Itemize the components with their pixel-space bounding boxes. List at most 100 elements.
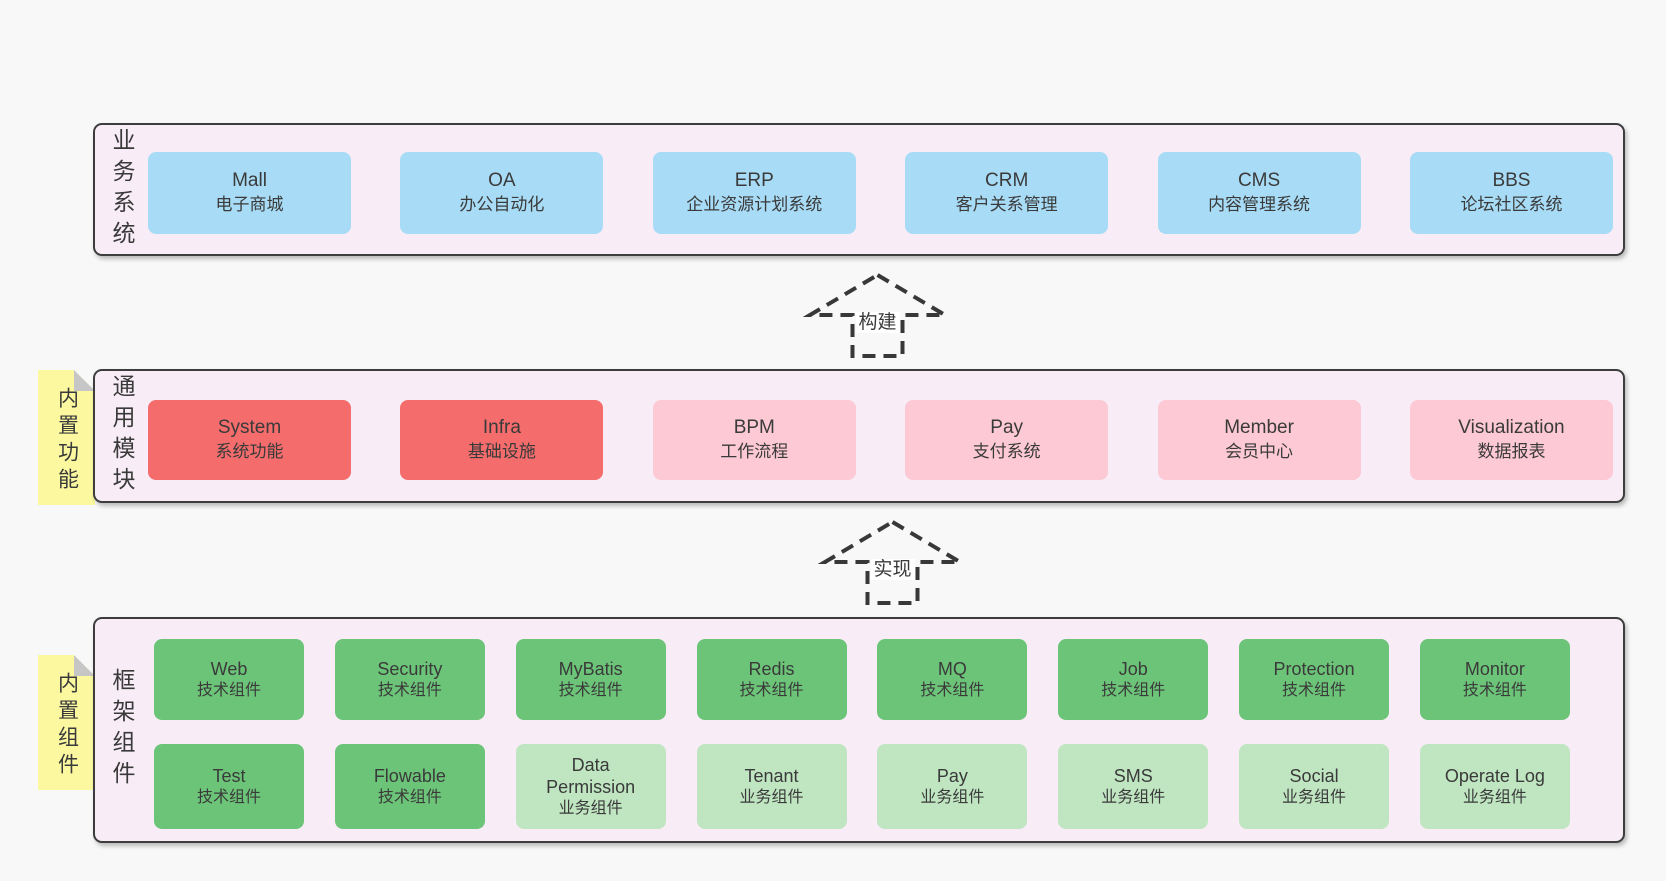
box-title: Social	[1289, 765, 1339, 786]
box-subtitle: 企业资源计划系统	[686, 195, 823, 214]
box-title: Operate Log	[1444, 765, 1545, 786]
box-title: Pay	[936, 765, 968, 786]
box-member: Member 会员中心	[1157, 400, 1361, 480]
box-subtitle: 技术组件	[196, 788, 261, 806]
business-systems-row: Mall 电子商城 OA 办公自动化 ERP 企业资源计划系统 CRM 客户关系管理 CMS 内容…	[148, 152, 1613, 234]
box-title: Infra	[482, 417, 521, 438]
box-test: Test 技术组件	[154, 744, 304, 829]
sticky-note-label: 内置功能	[55, 386, 79, 495]
dashed-up-arrow-icon	[817, 519, 968, 605]
box-subtitle: 业务组件	[920, 788, 985, 806]
box-mybatis: MyBatis 技术组件	[515, 639, 666, 720]
box-subtitle: 技术组件	[1462, 681, 1527, 699]
box-subtitle: 技术组件	[377, 788, 442, 806]
box-redis: Redis 技术组件	[696, 639, 847, 720]
box-title: Monitor	[1464, 658, 1525, 679]
box-data-permission: Data Permission 业务组件	[515, 744, 666, 829]
box-title: System	[217, 417, 282, 438]
arrow-label-build: 构建	[855, 312, 900, 333]
box-title: CMS	[1237, 170, 1281, 191]
box-monitor: Monitor 技术组件	[1419, 639, 1570, 720]
box-title: Visualization	[1458, 417, 1565, 438]
box-title: MQ	[937, 658, 967, 679]
box-title: Test	[212, 765, 246, 786]
box-title: Tenant	[744, 765, 799, 786]
box-pay: Pay 支付系统	[905, 400, 1109, 480]
box-title: Redis	[748, 658, 795, 679]
box-title: MyBatis	[558, 658, 623, 679]
box-subtitle: 业务组件	[1282, 788, 1347, 806]
box-web: Web 技术组件	[154, 639, 304, 720]
box-operate-log: Operate Log 业务组件	[1419, 744, 1570, 829]
box-subtitle: 论坛社区系统	[1460, 195, 1563, 214]
box-crm: CRM 客户关系管理	[905, 152, 1109, 234]
box-title: BBS	[1492, 170, 1531, 191]
dashed-up-arrow-implement: 实现	[817, 519, 968, 606]
box-cms: CMS 内容管理系统	[1157, 152, 1361, 234]
box-subtitle: 业务组件	[558, 799, 623, 817]
band-label-business-systems: 业务系统	[109, 127, 135, 252]
box-job: Job 技术组件	[1058, 639, 1209, 720]
box-subtitle: 技术组件	[558, 681, 623, 699]
box-title: Protection	[1273, 658, 1355, 679]
box-subtitle: 技术组件	[196, 681, 261, 699]
box-title: Web	[210, 658, 248, 679]
box-subtitle: 工作流程	[720, 442, 789, 461]
box-mall: Mall 电子商城	[148, 152, 351, 234]
box-subtitle: 业务组件	[1101, 788, 1166, 806]
box-title: CRM	[985, 170, 1029, 191]
arrow-label-implement: 实现	[870, 559, 915, 580]
band-business-systems: 业务系统 Mall 电子商城 OA 办公自动化 ERP 企业资源计划系统 CRM 客户关系管理…	[93, 123, 1625, 256]
box-subtitle: 业务组件	[739, 788, 804, 806]
band-label-common-modules: 通用模块	[109, 374, 135, 498]
box-subtitle: 客户关系管理	[955, 195, 1058, 214]
box-title: ERP	[734, 170, 774, 191]
sticky-note-built-in-components: 内置组件	[38, 655, 95, 790]
box-subtitle: 数据报表	[1477, 442, 1546, 461]
box-title: OA	[488, 170, 516, 191]
box-security: Security 技术组件	[334, 639, 485, 720]
box-oa: OA 办公自动化	[400, 152, 604, 234]
sticky-note-label: 内置组件	[55, 671, 79, 780]
box-flowable: Flowable 技术组件	[334, 744, 485, 829]
box-tenant: Tenant 业务组件	[696, 744, 847, 829]
box-bbs: BBS 论坛社区系统	[1409, 152, 1613, 234]
box-subtitle: 系统功能	[215, 442, 284, 461]
box-subtitle: 业务组件	[1462, 788, 1527, 806]
box-pay: Pay 业务组件	[877, 744, 1028, 829]
box-subtitle: 内容管理系统	[1208, 195, 1311, 214]
box-title: Job	[1118, 658, 1148, 679]
box-subtitle: 办公自动化	[459, 195, 545, 214]
box-title: Data Permission	[546, 754, 636, 797]
dashed-up-arrow-build: 构建	[802, 272, 953, 359]
box-infra: Infra 基础设施	[400, 400, 604, 480]
box-title: Member	[1224, 417, 1294, 438]
box-erp: ERP 企业资源计划系统	[652, 152, 856, 234]
box-protection: Protection 技术组件	[1239, 639, 1390, 720]
box-subtitle: 技术组件	[739, 681, 804, 699]
box-visualization: Visualization 数据报表	[1409, 400, 1613, 480]
box-subtitle: 技术组件	[377, 681, 442, 699]
box-subtitle: 会员中心	[1225, 442, 1294, 461]
box-title: Security	[377, 658, 443, 679]
box-subtitle: 技术组件	[920, 681, 985, 699]
box-subtitle: 技术组件	[1282, 681, 1347, 699]
box-social: Social 业务组件	[1239, 744, 1390, 829]
box-mq: MQ 技术组件	[877, 639, 1028, 720]
box-system: System 系统功能	[148, 400, 351, 480]
box-title: Pay	[990, 417, 1024, 438]
dashed-up-arrow-icon	[802, 272, 953, 358]
box-subtitle: 技术组件	[1101, 681, 1166, 699]
box-title: Mall	[232, 170, 267, 191]
box-subtitle: 支付系统	[972, 442, 1041, 461]
box-subtitle: 电子商城	[215, 195, 284, 214]
box-subtitle: 基础设施	[467, 442, 536, 461]
box-title: Flowable	[373, 765, 446, 786]
